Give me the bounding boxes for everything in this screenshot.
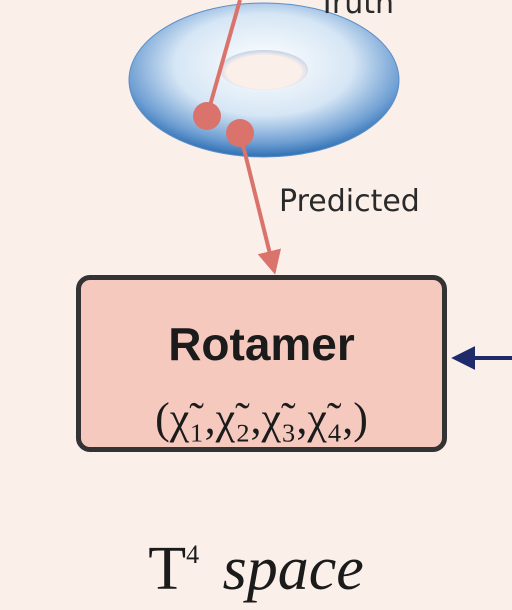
space-symbol: T [148, 535, 187, 603]
predicted-arrow [238, 132, 282, 275]
space-label: T4 space [0, 534, 512, 605]
predicted-label: Predicted [279, 184, 420, 219]
truth-point [193, 102, 221, 130]
space-word: space [222, 535, 364, 603]
space-exponent: 4 [186, 540, 200, 569]
rotamer-title: Rotamer [168, 318, 355, 370]
torus [128, 2, 400, 158]
predicted-point [226, 119, 254, 147]
truth-label: Truth [318, 0, 395, 21]
rotamer-box: Rotamer (χ̃₁,χ̃₂,χ̃₃,χ̃₄,) [76, 275, 447, 452]
rotamer-formula: (χ̃₁,χ̃₂,χ̃₃,χ̃₄,) [155, 394, 368, 443]
truth-arrow [205, 0, 242, 117]
